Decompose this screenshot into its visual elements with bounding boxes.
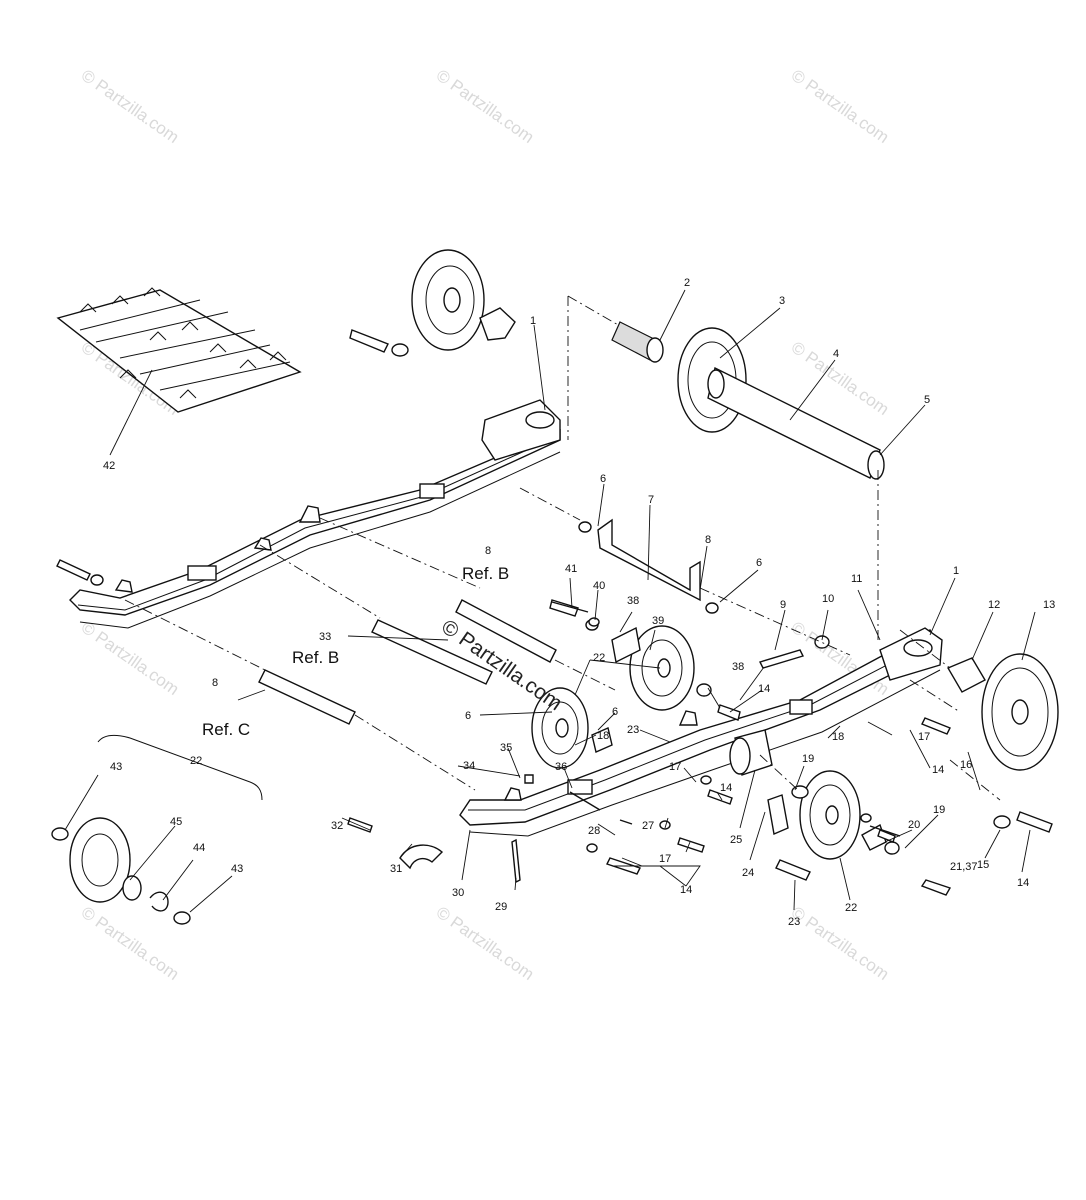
watermark: © Partzilla.com (433, 903, 538, 984)
rear-axle-assembly (611, 321, 885, 480)
callout: 14 (758, 683, 770, 695)
callout-numbers: 1 2 3 4 5 6 7 8 6 8 41 40 38 39 9 10 11 … (103, 277, 1055, 928)
reference-lines (124, 295, 1001, 801)
callout: 1 (530, 315, 536, 327)
watermark: © Partzilla.com (788, 903, 893, 984)
lower-idler-wheel (531, 687, 613, 769)
reference-labels: Ref. B Ref. B Ref. C (202, 564, 509, 739)
watermark: © Partzilla.com (433, 66, 538, 147)
callout: 45 (170, 816, 182, 828)
ref-b-upper-label: Ref. B (462, 564, 509, 583)
callout: 22 (593, 652, 605, 664)
watermark: © Partzilla.com (788, 338, 893, 419)
callout: 14 (680, 884, 692, 896)
callout: 16 (960, 759, 972, 771)
callout: 23 (627, 724, 639, 736)
callout: 38 (732, 661, 744, 673)
callout: 22 (845, 902, 857, 914)
callout: 34 (463, 760, 475, 772)
callout: 36 (555, 761, 567, 773)
leader-lines (64, 289, 1036, 913)
callout: 14 (1017, 877, 1029, 889)
callout: 27 (642, 820, 654, 832)
callout: 25 (730, 834, 742, 846)
lower-rail (459, 627, 943, 837)
callout: 19 (933, 804, 945, 816)
pivot-assembly (729, 729, 809, 835)
watermark: © Partzilla.com (78, 618, 183, 699)
callout: 19 (802, 753, 814, 765)
callout: 22 (190, 755, 202, 767)
watermark: © Partzilla.com (78, 66, 183, 147)
callout: 43 (110, 761, 122, 773)
callout: 5 (924, 394, 930, 406)
upper-rail (69, 399, 561, 629)
callout: 8 (485, 545, 491, 557)
callout: 20 (908, 819, 920, 831)
callout: 8 (212, 677, 218, 689)
callout: 7 (648, 494, 654, 506)
callout: 28 (588, 825, 600, 837)
callout: 8 (705, 534, 711, 546)
callout: 41 (565, 563, 577, 575)
exploded-wheel-assembly (51, 734, 263, 925)
middle-idler-wheel (549, 599, 712, 711)
callout: 15 (977, 859, 989, 871)
callout: 23 (788, 916, 800, 928)
callout: 17 (659, 853, 671, 865)
callout: 17 (669, 761, 681, 773)
callout: 17 (918, 731, 930, 743)
shafts (258, 599, 557, 725)
ref-b-lower-label: Ref. B (292, 648, 339, 667)
callout: 35 (500, 742, 512, 754)
watermark: © Partzilla.com (788, 66, 893, 147)
callout: 44 (193, 842, 205, 854)
callout: 14 (932, 764, 944, 776)
callout: 4 (833, 348, 839, 360)
callout: 2 (684, 277, 690, 289)
callout: 43 (231, 863, 243, 875)
callout: 11 (851, 573, 862, 585)
callout: 6 (465, 710, 471, 722)
callout: 18 (597, 730, 609, 742)
callout: 31 (390, 863, 402, 875)
upper-idler-wheel (349, 249, 516, 357)
callout: 42 (103, 460, 115, 472)
callout: 18 (832, 731, 844, 743)
callout: 14 (720, 782, 732, 794)
track-section (56, 287, 302, 413)
callout: 30 (452, 887, 464, 899)
callout: 29 (495, 901, 507, 913)
callout: 39 (652, 615, 664, 627)
callout: 6 (756, 557, 762, 569)
callout: 13 (1043, 599, 1055, 611)
callout: 1 (953, 565, 959, 577)
ref-c-label: Ref. C (202, 720, 250, 739)
watermark: © Partzilla.com (78, 903, 183, 984)
callout: 3 (779, 295, 785, 307)
callout: 33 (319, 631, 331, 643)
callout: 40 (593, 580, 605, 592)
callout: 24 (742, 867, 754, 879)
callout: 6 (600, 473, 606, 485)
bracket-7 (578, 518, 719, 614)
callout: 21,37 (950, 861, 978, 873)
callout: 10 (822, 593, 834, 605)
rear-wheel-13 (946, 653, 1059, 771)
callout: 38 (627, 595, 639, 607)
callout: 6 (612, 706, 618, 718)
callout: 9 (780, 599, 786, 611)
callout: 12 (988, 599, 1000, 611)
callout: 32 (331, 820, 343, 832)
